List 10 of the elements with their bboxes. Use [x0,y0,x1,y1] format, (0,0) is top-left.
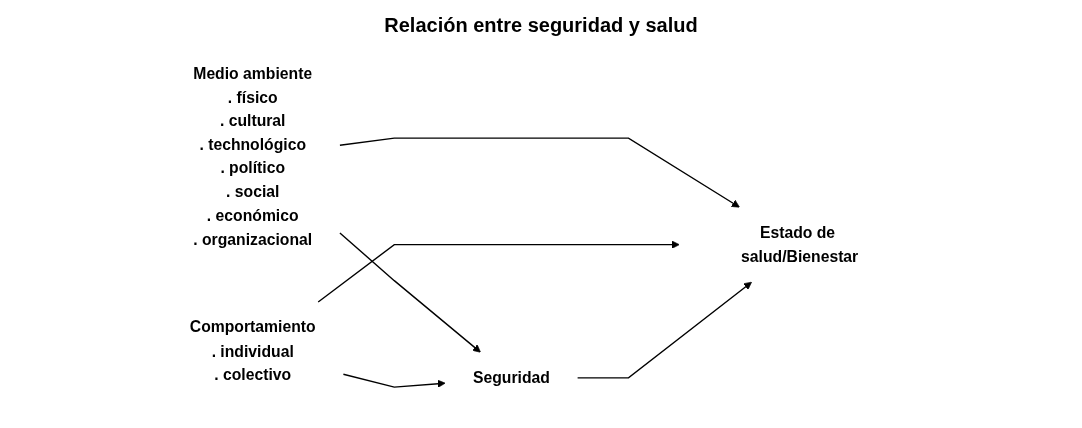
node-text: Estado de salud/Bienestar [741,223,859,266]
arrow [317,240,680,303]
arrow [576,281,752,379]
node-text: Comportamiento . individual . colectivo [189,318,316,384]
arrow [342,373,446,388]
node-text: Seguridad [472,368,550,387]
diagram-title: Relación entre seguridad y salud [383,14,699,37]
arrow [339,137,740,208]
arrow [339,232,481,353]
node-text: Medio ambiente . físico . cultural . technológico . político . social . económico . organizacional [193,65,313,248]
